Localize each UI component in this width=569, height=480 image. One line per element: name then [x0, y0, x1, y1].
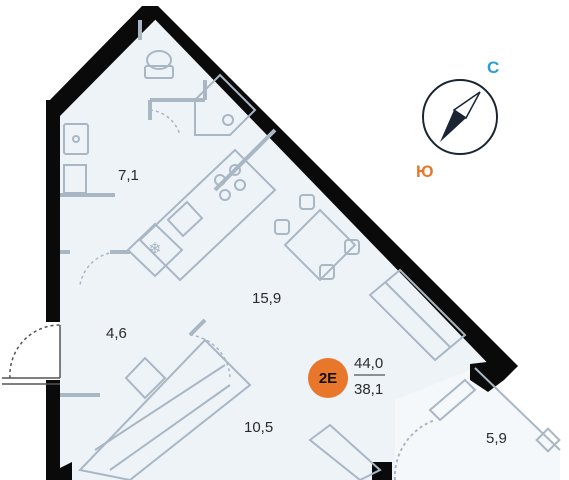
- room-area-hallway: 4,6: [106, 325, 127, 342]
- apartment-type-badge: 2E: [308, 358, 348, 398]
- desk: [308, 423, 382, 480]
- toilet-icon: [144, 50, 174, 79]
- fridge-icon: ❄: [126, 222, 184, 278]
- room-area-bedroom: 10,5: [244, 419, 273, 436]
- sofa: [368, 268, 467, 362]
- compass-north-label: С: [487, 58, 499, 77]
- bed: [78, 338, 252, 480]
- balcony-floor: [395, 368, 560, 480]
- room-area-kitchen-living: 15,9: [252, 290, 281, 307]
- compass-needle-south: [440, 110, 466, 142]
- sink-icon: [63, 123, 89, 155]
- door-swing: [79, 109, 231, 381]
- wardrobe-icon: [124, 356, 167, 400]
- kitchen-counter: [138, 148, 277, 282]
- balcony-railing: [393, 367, 561, 480]
- shower-icon: [194, 73, 257, 136]
- dining-table: [274, 194, 360, 282]
- interior-walls: [60, 20, 277, 397]
- compass: [422, 79, 498, 155]
- total-area: 44,0: [354, 355, 383, 372]
- exterior-walls: [46, 6, 518, 480]
- living-area: 38,1: [354, 381, 383, 398]
- compass-south-label: Ю: [416, 162, 434, 181]
- washer-icon: [63, 164, 87, 194]
- apartment-type-label: 2E: [319, 370, 337, 387]
- floor-area: [58, 10, 500, 480]
- room-area-bathroom: 7,1: [118, 167, 139, 184]
- room-area-balcony: 5,9: [486, 430, 507, 447]
- svg-text:❄: ❄: [148, 239, 161, 258]
- entrance-door: [2, 324, 61, 385]
